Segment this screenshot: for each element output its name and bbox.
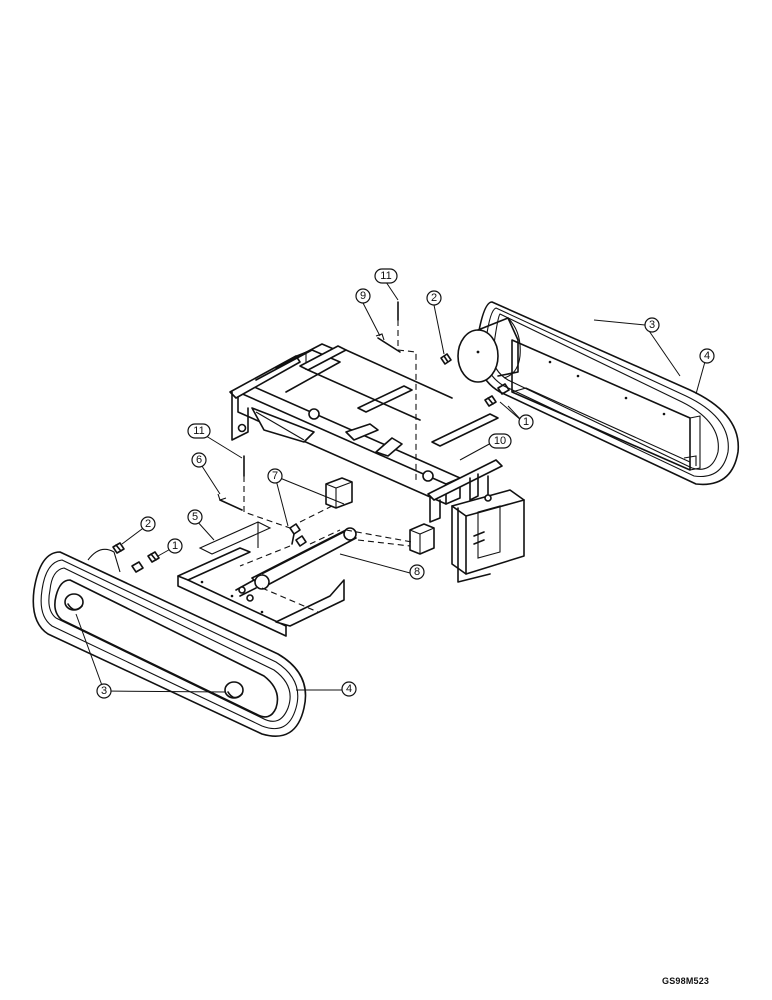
right-track-assembly <box>457 301 740 486</box>
callout-3-left: 3 <box>96 683 112 699</box>
callout-1-right: 1 <box>518 414 534 430</box>
svg-text:9: 9 <box>360 290 366 302</box>
callout-7: 7 <box>267 468 283 484</box>
svg-text:11: 11 <box>380 270 391 282</box>
callout-5: 5 <box>187 509 203 525</box>
svg-text:3: 3 <box>101 685 107 697</box>
svg-text:1: 1 <box>523 416 529 428</box>
drawing-code-label: GS98M523 <box>662 976 710 986</box>
main-frame <box>229 343 503 555</box>
svg-text:3: 3 <box>649 319 655 331</box>
pins-and-fittings <box>112 301 510 573</box>
hydraulic-cylinder <box>235 527 357 602</box>
callout-8: 8 <box>409 564 425 580</box>
svg-text:2: 2 <box>145 518 151 530</box>
callout-2-right: 2 <box>426 290 442 306</box>
svg-text:5: 5 <box>192 511 198 523</box>
callout-4-left: 4 <box>341 681 357 697</box>
svg-text:8: 8 <box>414 566 420 578</box>
svg-text:11: 11 <box>193 425 204 437</box>
left-track-assembly <box>32 548 307 737</box>
callout-4-right: 4 <box>699 348 715 364</box>
svg-text:7: 7 <box>272 470 278 482</box>
svg-text:4: 4 <box>704 350 710 362</box>
control-box <box>451 475 525 583</box>
svg-text:10: 10 <box>494 435 506 447</box>
callout-9: 9 <box>355 288 371 304</box>
callout-11-left: 11 <box>187 423 211 439</box>
svg-text:1: 1 <box>172 540 178 552</box>
d-ring-front <box>64 593 84 611</box>
callout-11-top: 11 <box>374 268 398 284</box>
lower-cross-beam <box>177 521 345 637</box>
assembly-lines <box>239 320 417 613</box>
callout-1-left: 1 <box>167 538 183 554</box>
svg-text:4: 4 <box>346 683 352 695</box>
d-ring-rear <box>224 681 244 699</box>
callout-10: 10 <box>488 433 512 449</box>
callout-2-left: 2 <box>140 516 156 532</box>
callout-3-right: 3 <box>644 317 660 333</box>
callout-6: 6 <box>191 452 207 468</box>
svg-text:6: 6 <box>196 454 202 466</box>
svg-text:2: 2 <box>431 292 437 304</box>
